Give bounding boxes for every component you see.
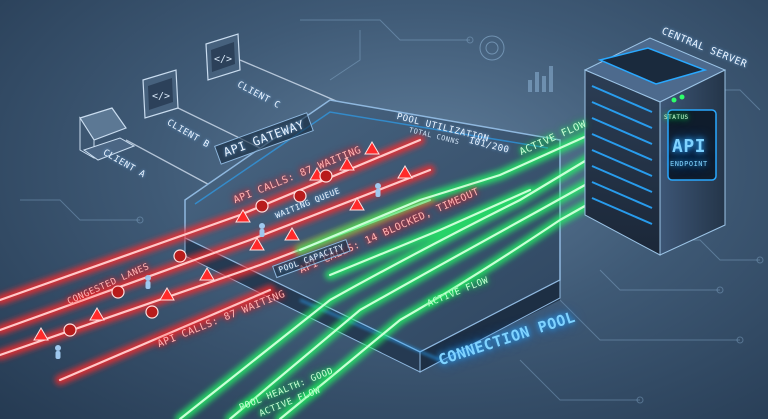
- client-c-device: </>: [205, 33, 241, 81]
- client-b-device: </>: [142, 69, 179, 119]
- blocked-icons: [63, 169, 333, 337]
- active-flow-lanes: [175, 125, 645, 419]
- client-a-device: [79, 107, 136, 161]
- code-window-icon: </>: [152, 91, 170, 102]
- server-rack-icon: [583, 37, 727, 256]
- warning-icons: [33, 141, 413, 341]
- decor-bar-chart: [528, 66, 553, 92]
- decor-gauge: [479, 35, 505, 61]
- person-icons: [55, 183, 381, 359]
- api-label: API: [672, 136, 707, 157]
- endpoint-label: Endpoint: [670, 160, 708, 168]
- svg-text:</>: </>: [214, 54, 232, 65]
- status-label: Status: [664, 114, 689, 121]
